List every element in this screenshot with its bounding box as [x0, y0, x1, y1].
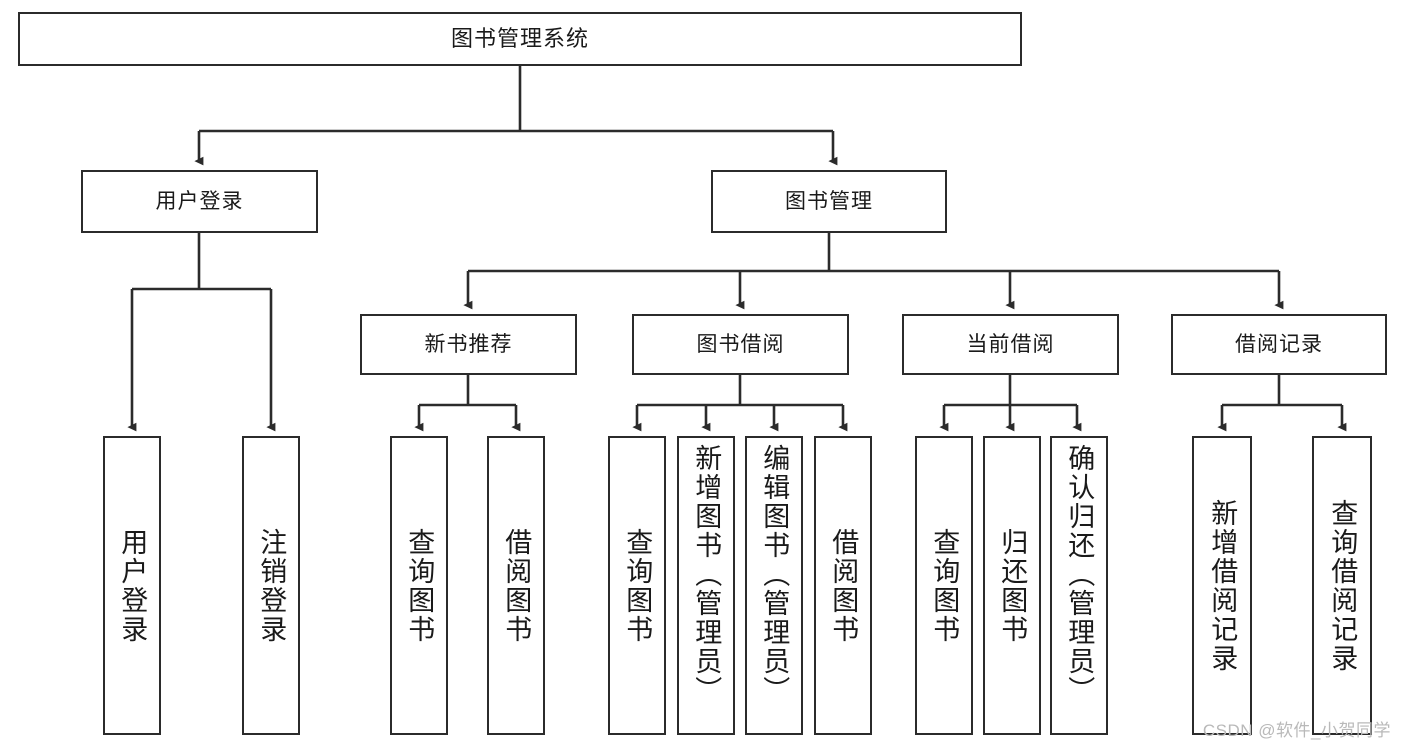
node-label: 用户登录	[117, 527, 148, 644]
node-label: 借阅记录	[1235, 332, 1323, 356]
node-label: 借阅图书	[501, 527, 532, 644]
node-label: 确认归还（管理员）	[1064, 444, 1095, 705]
leaf-borrow-book-newbook[interactable]: 借阅图书	[487, 436, 545, 735]
node-label: 图书管理	[785, 189, 873, 213]
csdn-watermark: CSDN @软件_小贺同学	[1202, 721, 1391, 740]
leaf-edit-book[interactable]: 编辑图书（管理员）	[745, 436, 803, 735]
leaf-logout[interactable]: 注销登录	[242, 436, 300, 735]
leaf-query-book-newbook[interactable]: 查询图书	[390, 436, 448, 735]
node-label: 归还图书	[997, 527, 1028, 644]
node-current-borrow[interactable]: 当前借阅	[902, 314, 1119, 375]
leaf-add-borrow-record[interactable]: 新增借阅记录	[1192, 436, 1252, 735]
node-book-borrow[interactable]: 图书借阅	[632, 314, 849, 375]
node-user-login[interactable]: 用户登录	[81, 170, 318, 233]
node-root-system[interactable]: 图书管理系统	[18, 12, 1022, 66]
leaf-borrow-book-borrow[interactable]: 借阅图书	[814, 436, 872, 735]
node-label: 注销登录	[256, 527, 287, 644]
node-label: 查询借阅记录	[1327, 498, 1358, 673]
node-borrow-record[interactable]: 借阅记录	[1171, 314, 1387, 375]
node-label: 当前借阅	[966, 332, 1055, 356]
leaf-return-book[interactable]: 归还图书	[983, 436, 1041, 735]
node-label: 借阅图书	[828, 527, 859, 644]
leaf-confirm-return[interactable]: 确认归还（管理员）	[1050, 436, 1108, 735]
node-label: 查询图书	[929, 527, 960, 644]
node-label: 新增图书（管理员）	[691, 444, 722, 705]
leaf-query-book-current[interactable]: 查询图书	[915, 436, 973, 735]
leaf-query-book-borrow[interactable]: 查询图书	[608, 436, 666, 735]
leaf-query-borrow-record[interactable]: 查询借阅记录	[1312, 436, 1372, 735]
leaf-user-login[interactable]: 用户登录	[103, 436, 161, 735]
node-label: 图书管理系统	[450, 25, 589, 51]
leaf-add-book[interactable]: 新增图书（管理员）	[677, 436, 735, 735]
node-label: 图书借阅	[696, 332, 785, 356]
node-label: 新增借阅记录	[1207, 498, 1238, 673]
node-label: 编辑图书（管理员）	[759, 444, 790, 705]
node-new-book-recommend[interactable]: 新书推荐	[360, 314, 577, 375]
node-label: 查询图书	[622, 527, 653, 644]
node-book-management[interactable]: 图书管理	[711, 170, 947, 233]
node-label: 用户登录	[155, 189, 244, 213]
node-label: 新书推荐	[424, 332, 513, 356]
node-label: 查询图书	[404, 527, 435, 644]
